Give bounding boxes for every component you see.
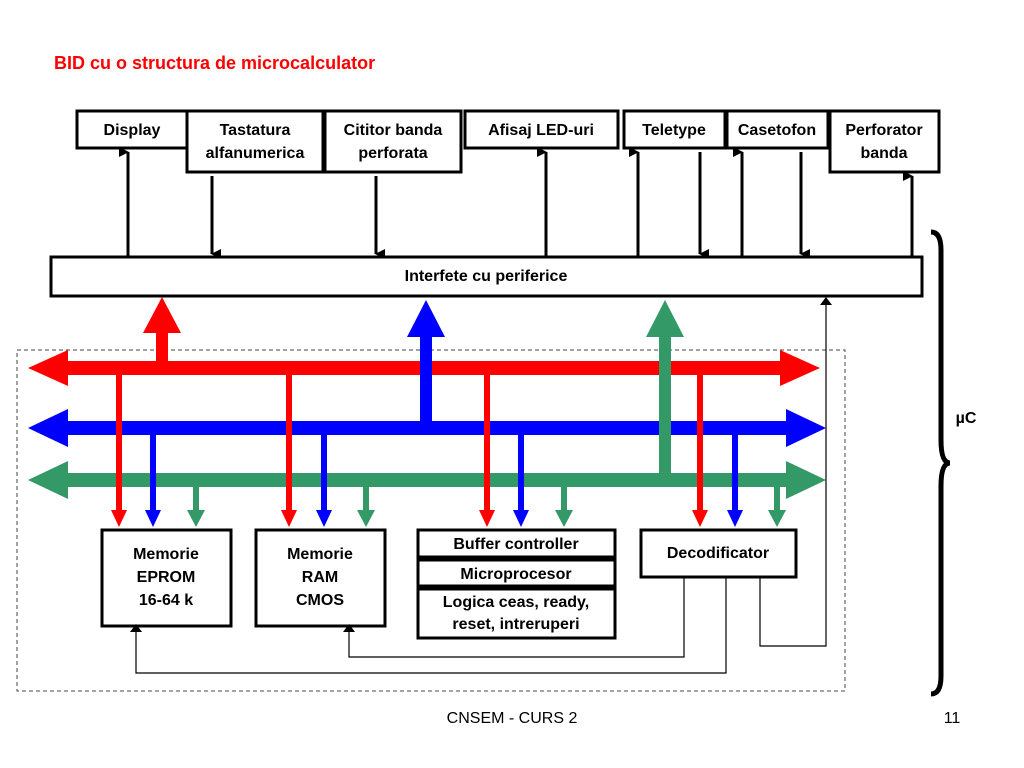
- select-arrow-eprom: [130, 624, 142, 632]
- peripheral-display-label: Display: [104, 122, 161, 139]
- peripheral-led-display-label: Afisaj LED-uri: [488, 122, 594, 139]
- peripheral-display: Display: [75, 109, 189, 150]
- select-line-ram: [348, 577, 685, 658]
- bus-drops: [111, 375, 786, 527]
- blue-bus-up-arrow: [407, 300, 445, 421]
- interface-label: Interfete cu periferice: [405, 268, 568, 285]
- green-bus-up-arrow: [646, 300, 684, 473]
- red-drop-ram: [281, 375, 297, 527]
- peripheral-cassette-label: Casetofon: [738, 122, 816, 139]
- blue-drop-ram: [316, 435, 332, 527]
- blue-drop-eprom: [145, 435, 161, 527]
- footer-page-number: 11: [944, 710, 961, 727]
- red-drop-eprom: [111, 375, 127, 527]
- module-clock-logic: Logica ceas, ready, reset, intreruperi: [416, 587, 617, 640]
- peripheral-cassette: Casetofon: [725, 109, 830, 150]
- brace-label: µC: [956, 410, 977, 427]
- ram-label-2: RAM: [302, 569, 338, 586]
- blue-bus: [28, 300, 826, 447]
- interface-box: Interfete cu periferice: [49, 255, 924, 298]
- module-ram: Memorie RAM CMOS: [254, 528, 387, 628]
- blue-drop-cpu: [513, 435, 529, 527]
- peripheral-tape-reader: Cititor banda perforata: [323, 109, 463, 174]
- buffer-label: Buffer controller: [453, 536, 578, 553]
- green-drop-ram: [357, 487, 375, 527]
- peripheral-tape-punch: Perforator banda: [828, 109, 941, 174]
- green-bus-bar: [28, 461, 826, 499]
- green-drop-eprom: [187, 487, 205, 527]
- peripheral-tape-punch-label-1: Perforator: [845, 122, 922, 139]
- red-bus-up-arrow: [143, 297, 181, 361]
- module-buffer-controller: Buffer controller: [416, 528, 617, 559]
- cpu-label: Microprocesor: [460, 566, 571, 583]
- peripheral-keyboard-label-1: Tastatura: [220, 122, 291, 139]
- microcomputer-brace: [930, 229, 951, 697]
- peripheral-arrows: [119, 147, 914, 259]
- red-drop-cpu: [479, 375, 495, 527]
- module-eprom: Memorie EPROM 16-64 k: [100, 528, 233, 628]
- module-microprocessor: Microprocesor: [416, 558, 617, 588]
- select-arrow-ram: [343, 624, 355, 632]
- eprom-label-1: Memorie: [133, 546, 199, 563]
- eprom-label-3: 16-64 k: [139, 592, 193, 609]
- ram-label-3: CMOS: [296, 592, 344, 609]
- blue-bus-bar: [28, 409, 826, 447]
- peripheral-tape-reader-label-1: Cititor banda: [344, 122, 443, 139]
- footer-course: CNSEM - CURS 2: [447, 710, 578, 727]
- select-lines: [130, 297, 832, 674]
- green-drop-decoder: [768, 487, 786, 527]
- logic-label-2: reset, intreruperi: [452, 616, 579, 633]
- select-line-eprom: [135, 577, 727, 674]
- module-decoder: Decodificator: [639, 528, 798, 579]
- peripheral-teletype: Teletype: [622, 109, 727, 150]
- peripheral-teletype-label: Teletype: [642, 122, 706, 139]
- slide-title: BID cu o structura de microcalculator: [54, 53, 375, 73]
- green-bus: [28, 300, 826, 499]
- select-arrow-interface: [820, 297, 832, 305]
- peripheral-keyboard-label-2: alfanumerica: [206, 145, 305, 162]
- peripheral-tape-punch-label-2: banda: [860, 145, 907, 162]
- decoder-label: Decodificator: [667, 545, 769, 562]
- red-drop-decoder: [692, 375, 708, 527]
- eprom-label-2: EPROM: [137, 569, 196, 586]
- select-line-interface: [759, 303, 827, 647]
- blue-drop-decoder: [727, 435, 743, 527]
- peripheral-tape-reader-label-2: perforata: [358, 145, 427, 162]
- ram-label-1: Memorie: [287, 546, 353, 563]
- peripheral-led-display: Afisaj LED-uri: [463, 109, 620, 150]
- peripheral-keyboard: Tastatura alfanumerica: [185, 109, 325, 174]
- logic-label-1: Logica ceas, ready,: [443, 594, 589, 611]
- green-drop-cpu: [555, 487, 573, 527]
